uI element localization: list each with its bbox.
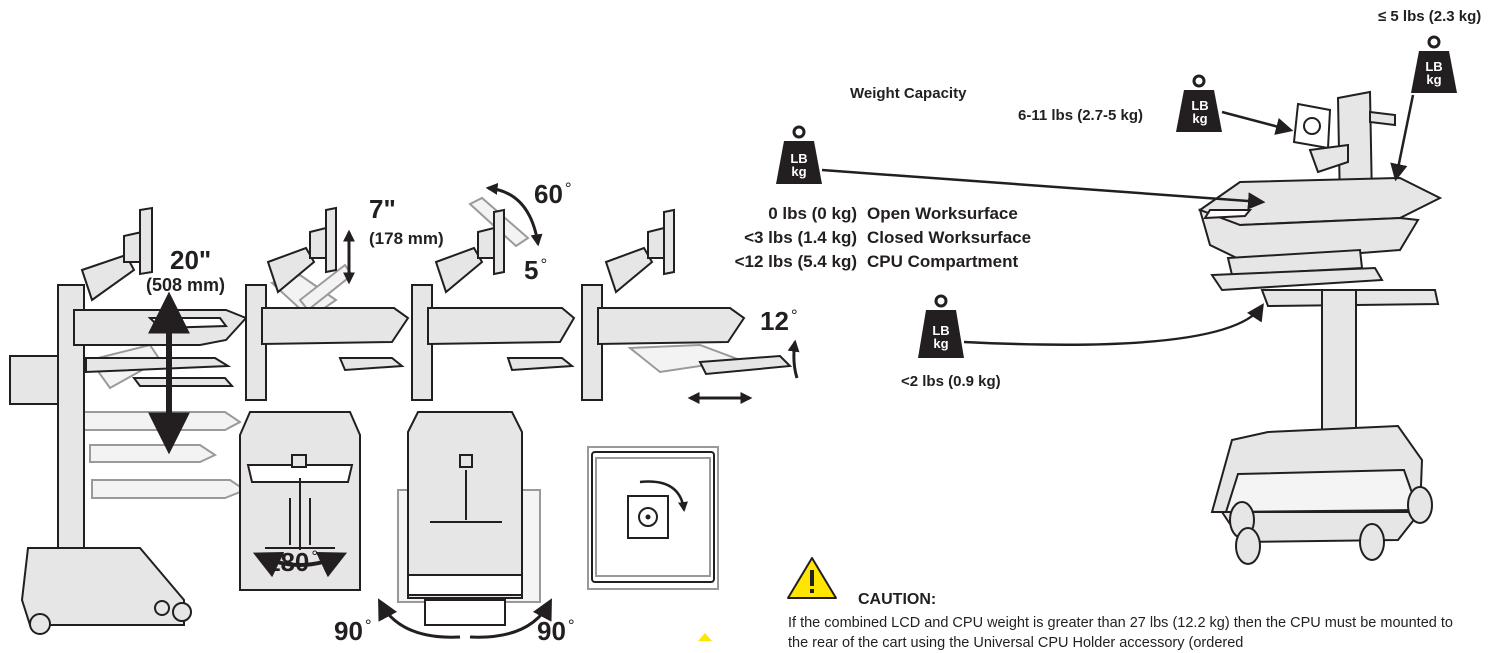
max-weight-top-label: ≤ 5 lbs (2.3 kg) — [1378, 8, 1482, 25]
keyboard-tray-illustration — [581, 208, 793, 401]
monitor-tilt-illustration — [411, 196, 576, 401]
weight-icon — [1176, 74, 1222, 132]
capacity-row: 0 lbs (0 kg)Open Worksurface — [768, 204, 1018, 223]
monitor-weight-label: 6-11 lbs (2.7-5 kg) — [1018, 107, 1144, 124]
weight-icon — [776, 125, 822, 184]
tilt-up-label: 60° — [534, 179, 572, 209]
capacity-row: <3 lbs (1.4 kg)Closed Worksurface — [744, 228, 1032, 247]
keyboard-tilt-label: 12° — [760, 306, 798, 336]
height-adjust-label: 20" — [170, 245, 212, 275]
caution-icon — [787, 557, 837, 599]
full-cart-illustration — [1197, 90, 1443, 565]
swivel-label: 180° — [266, 547, 319, 577]
capacity-table: 0 lbs (0 kg)Open Worksurface <3 lbs (1.4… — [700, 202, 1031, 274]
rotate-left-label: 90° — [334, 616, 372, 646]
weight-capacity-title: Weight Capacity — [850, 85, 967, 102]
capacity-row: <12 lbs (5.4 kg)CPU Compartment — [734, 252, 1019, 271]
tilt-down-label: 5° — [524, 255, 548, 285]
caution-text: If the combined LCD and CPU weight is gr… — [788, 615, 1453, 651]
monitor-rotate-view — [587, 446, 719, 590]
rotate-top-view — [397, 411, 541, 626]
monitor-lift-label: 7" — [369, 194, 396, 224]
caution-icon — [698, 633, 712, 641]
cart-height-illustration — [9, 206, 248, 635]
keyboard-weight-label: <2 lbs (0.9 kg) — [901, 373, 1001, 390]
caution-title: CAUTION: — [858, 591, 937, 608]
swivel-top-view — [239, 411, 361, 591]
weight-icon — [1411, 35, 1457, 93]
weight-icon — [918, 294, 964, 358]
rotate-right-label: 90° — [537, 616, 575, 646]
height-adjust-mm-label: (508 mm) — [146, 275, 226, 295]
monitor-lift-illustration — [245, 206, 410, 401]
monitor-lift-mm-label: (178 mm) — [369, 229, 444, 248]
